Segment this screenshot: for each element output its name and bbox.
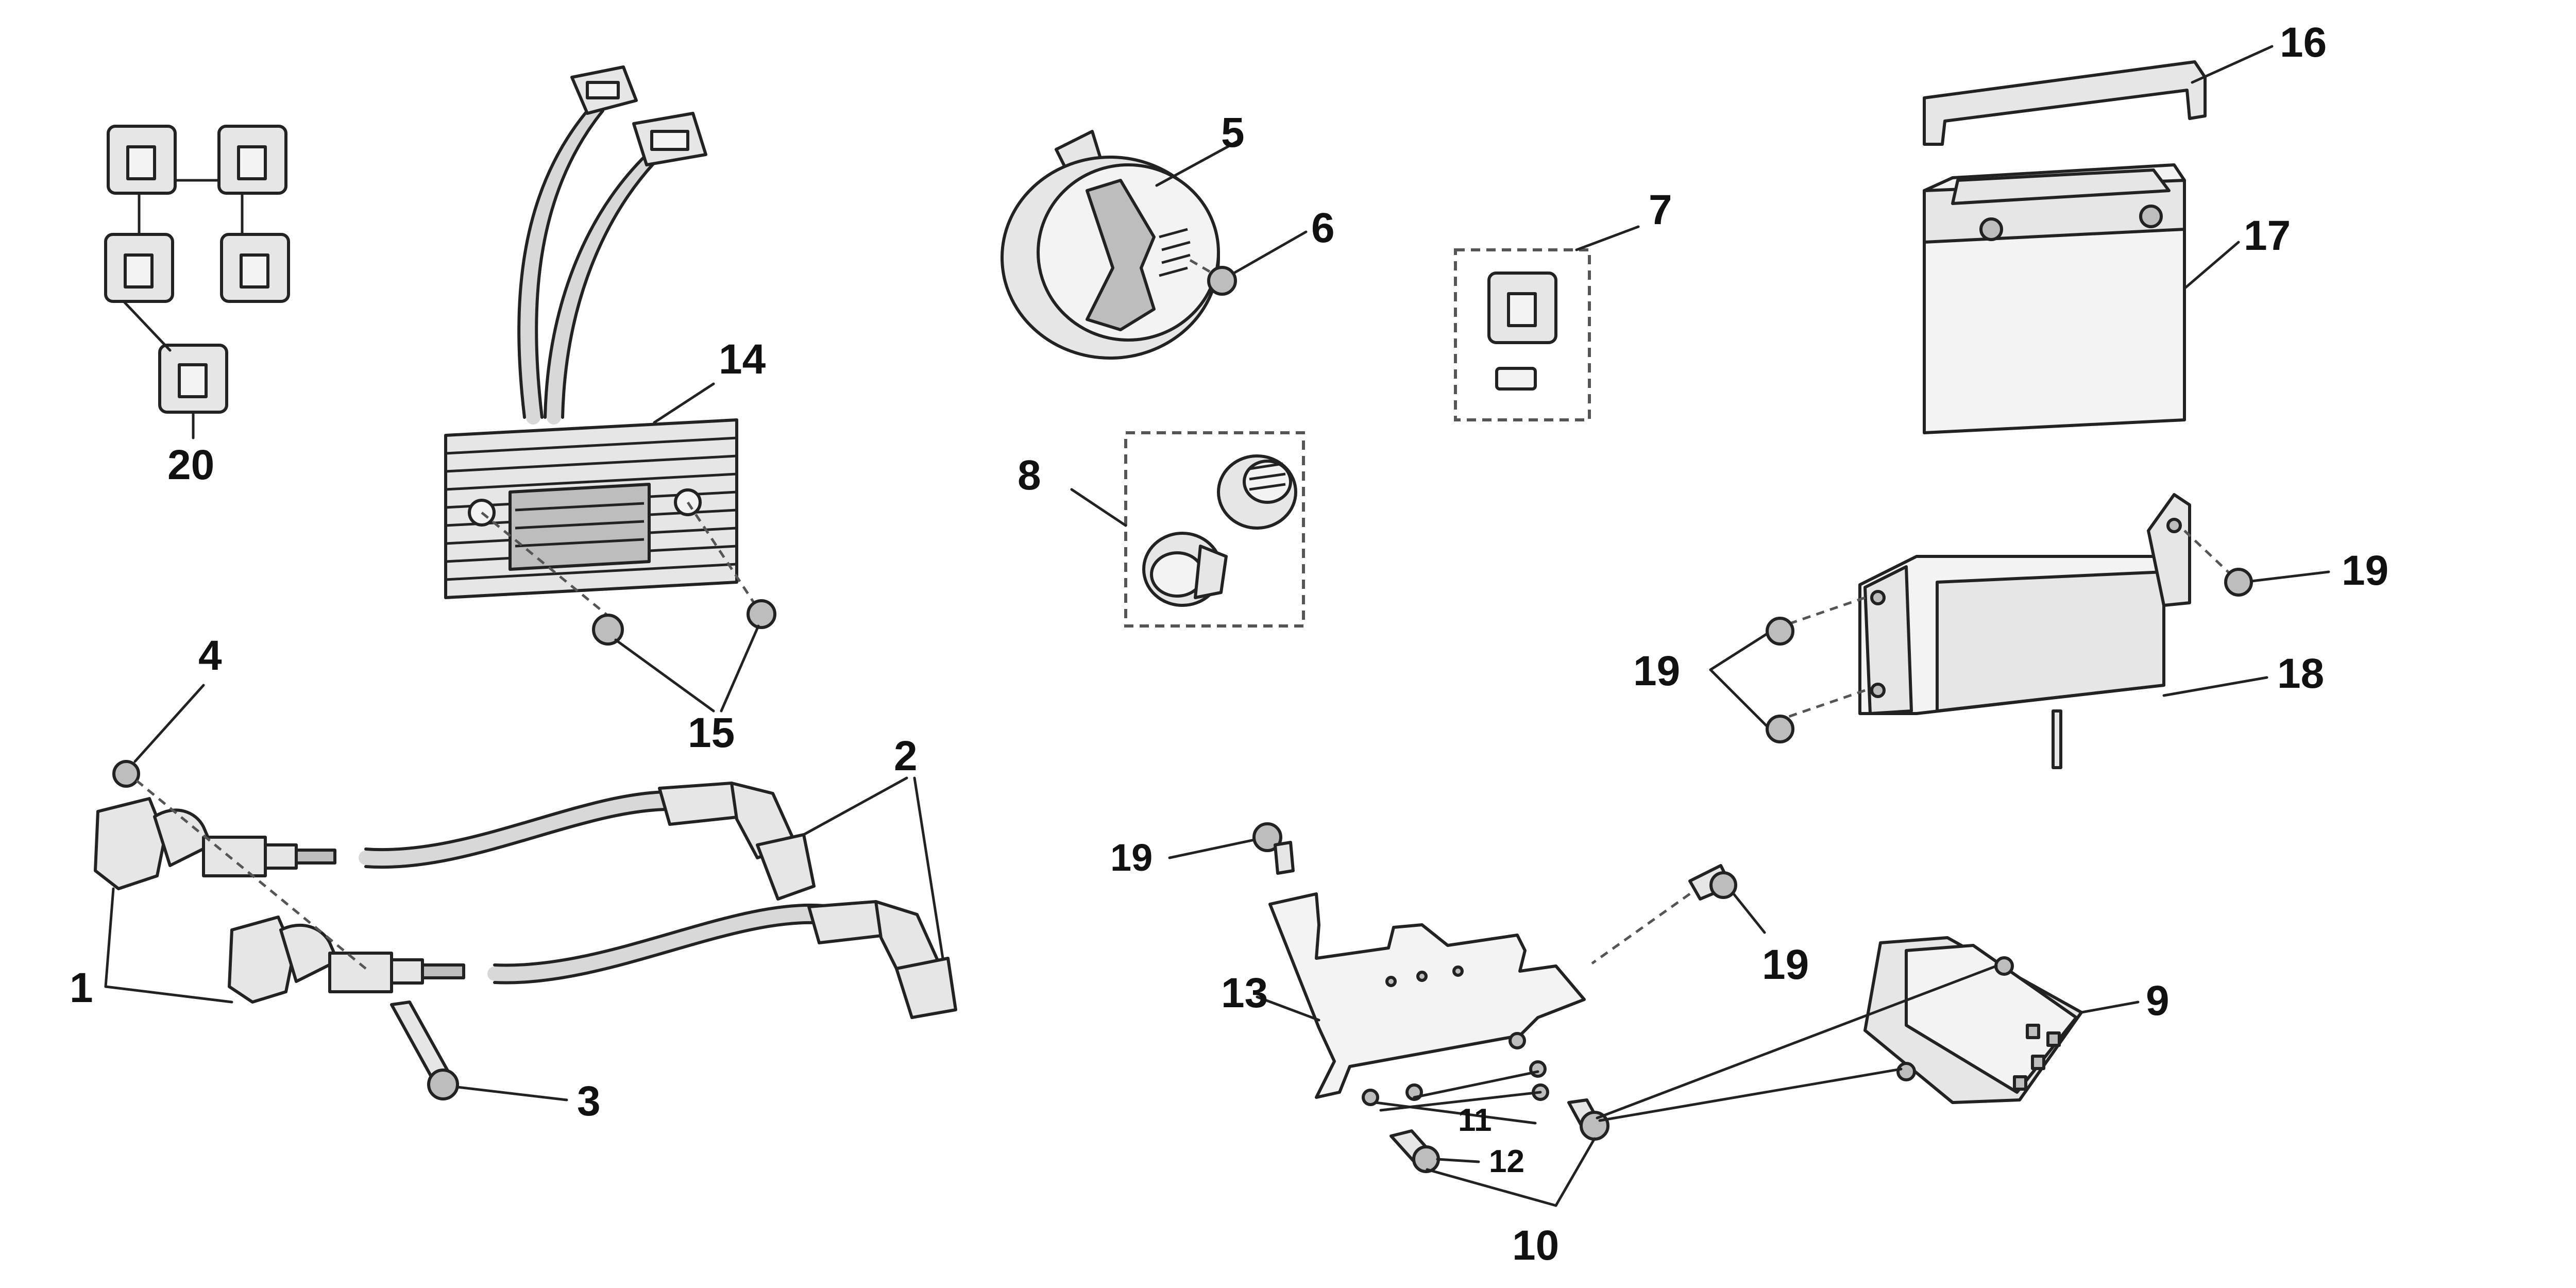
relay	[217, 125, 287, 195]
relay	[158, 344, 228, 414]
connector-plug	[632, 112, 707, 166]
bracket-grommets	[1362, 1060, 1549, 1125]
relay-set	[104, 125, 290, 439]
tray-nut	[2224, 568, 2330, 597]
callout-17: 17	[2244, 212, 2291, 259]
horn	[1001, 130, 1243, 360]
connector-plug	[570, 65, 638, 115]
callout-11: 11	[1458, 1103, 1492, 1138]
tray-nut	[1766, 715, 1794, 743]
callout-12: 12	[1489, 1144, 1524, 1179]
callout-15: 15	[688, 709, 735, 756]
callout-18: 18	[2277, 650, 2324, 697]
callout-4: 4	[198, 632, 222, 679]
coil-bolt	[390, 1001, 459, 1100]
battery-tray	[1782, 493, 2268, 769]
callout-6: 6	[1311, 205, 1335, 251]
callout-9: 9	[2146, 977, 2170, 1024]
ecu-bracket	[1256, 892, 1586, 1099]
callout-19-tray-left: 19	[1633, 648, 1680, 694]
relay-with-cover	[1454, 225, 1640, 421]
spark-plug-cap	[658, 782, 816, 901]
bracket-bolt	[1591, 864, 1766, 965]
ignition-cable	[487, 903, 832, 985]
connector-sleeve	[1142, 532, 1228, 607]
callout-8: 8	[1018, 452, 1041, 499]
ecu-module	[1596, 936, 2140, 1122]
battery-strap	[1923, 45, 2274, 146]
ignition-coil	[94, 797, 336, 890]
relay	[104, 233, 174, 303]
ignition-coil	[228, 916, 465, 1004]
mounting-bolt	[747, 599, 776, 629]
callout-1: 1	[70, 964, 93, 1011]
horn-nut	[1207, 230, 1308, 296]
callout-10: 10	[1512, 1222, 1559, 1269]
callout-19-bracket-left: 19	[1110, 836, 1153, 879]
callout-3: 3	[577, 1078, 601, 1125]
callout-14: 14	[719, 336, 766, 383]
callout-19-tray-right: 19	[2342, 547, 2388, 594]
ignition-cable	[359, 790, 692, 869]
callout-5: 5	[1221, 109, 1245, 156]
spark-plug-cap	[807, 900, 957, 1019]
regulator-rectifier	[444, 65, 776, 713]
relay	[107, 125, 177, 195]
battery	[1923, 163, 2240, 434]
callout-2: 2	[894, 733, 918, 779]
callout-20: 20	[167, 442, 214, 488]
connector-kit	[1070, 431, 1305, 628]
mounting-bolt	[592, 614, 624, 646]
relay	[220, 233, 290, 303]
callout-16: 16	[2280, 19, 2327, 66]
ignition-coil-assembly	[94, 684, 957, 1101]
callout-19-bracket-right: 19	[1762, 941, 1809, 988]
callout-13: 13	[1221, 970, 1268, 1016]
connector-sleeve	[1217, 454, 1297, 530]
tray-nut	[1766, 617, 1794, 646]
callout-7: 7	[1649, 187, 1672, 233]
bracket-bolt	[1168, 822, 1295, 875]
